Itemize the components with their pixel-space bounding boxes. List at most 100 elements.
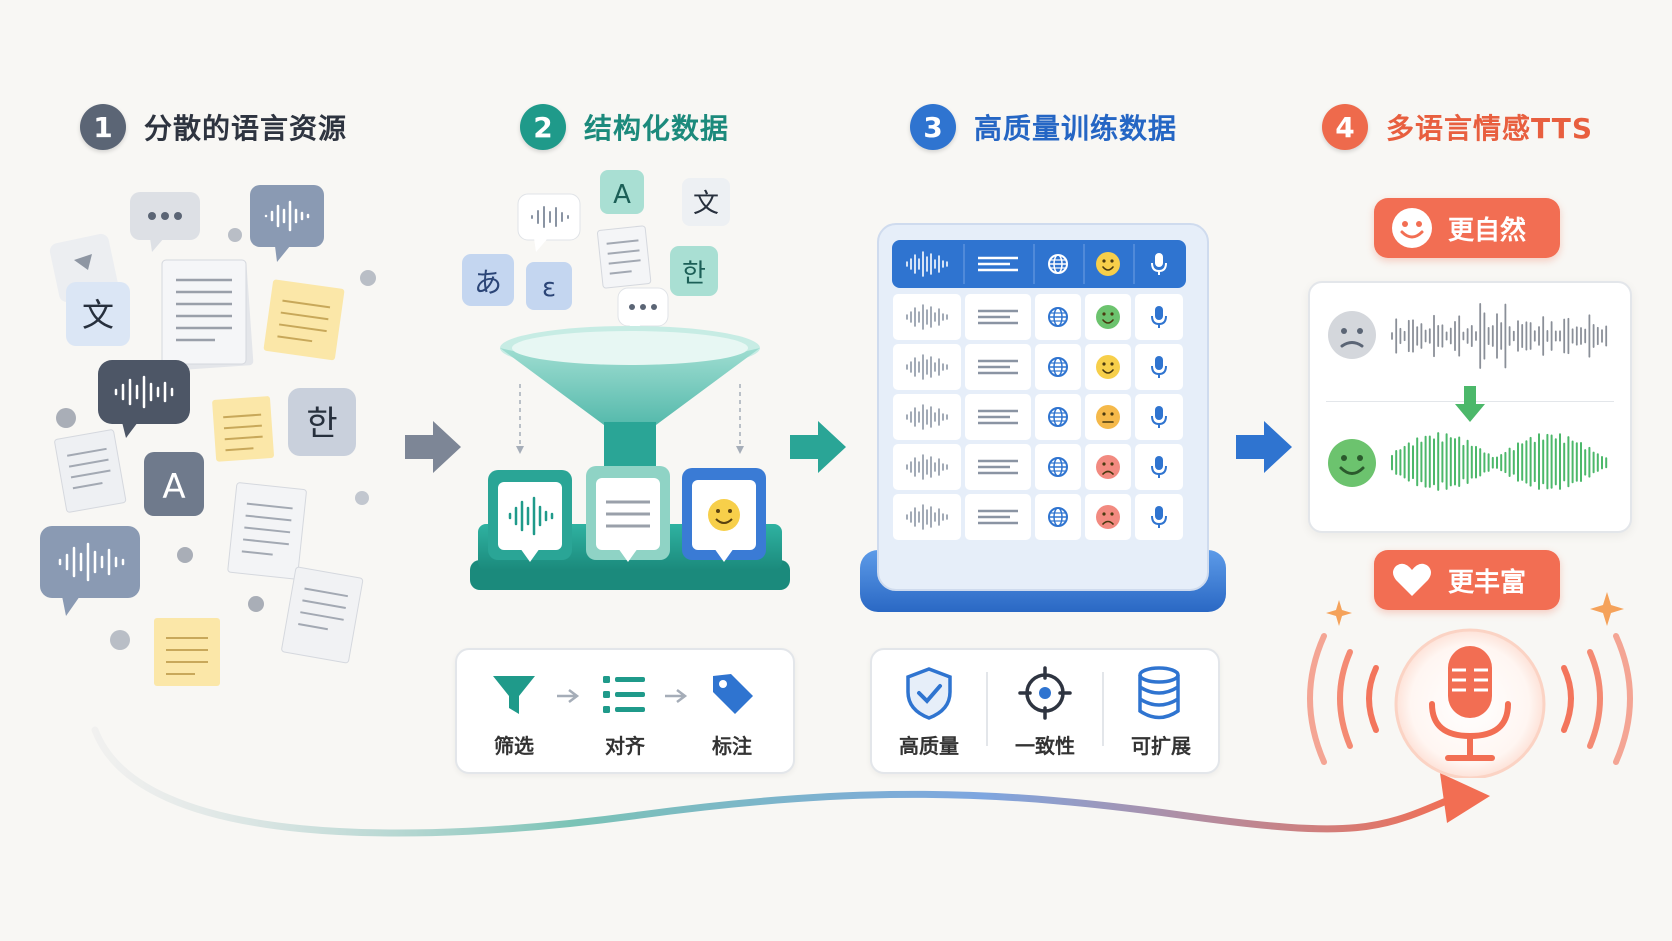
svg-text:文: 文 bbox=[82, 296, 114, 334]
waveform-icon bbox=[906, 404, 948, 430]
arrow-right-icon bbox=[665, 689, 688, 703]
filter-icon bbox=[493, 676, 535, 714]
header-text-lines-icon bbox=[978, 256, 1018, 272]
chinese-character-card: 文 bbox=[682, 178, 730, 226]
emotion-face-icon bbox=[1096, 455, 1120, 479]
svg-text:A: A bbox=[162, 467, 185, 507]
step-4-title: 多语言情感TTS bbox=[1386, 112, 1594, 145]
document-icon bbox=[597, 225, 652, 289]
divider bbox=[1102, 672, 1104, 746]
funnel-illustration: A 文 あ ε 한 bbox=[462, 170, 790, 590]
svg-text:文: 文 bbox=[693, 189, 719, 219]
globe-icon bbox=[1048, 357, 1068, 377]
step-4-header: 4 多语言情感TTS bbox=[1322, 102, 1593, 152]
document-icon bbox=[281, 566, 364, 664]
table-row bbox=[893, 344, 1183, 390]
waveform-icon bbox=[906, 354, 948, 380]
emotion-face-icon bbox=[1096, 355, 1120, 379]
decor-dot bbox=[248, 596, 264, 612]
microphone-icon bbox=[1151, 306, 1167, 328]
globe-icon bbox=[1048, 407, 1068, 427]
sticky-note-icon bbox=[154, 618, 220, 686]
more-natural-badge: 更自然 bbox=[1374, 198, 1560, 258]
decor-dot bbox=[56, 408, 76, 428]
table-row bbox=[893, 444, 1183, 490]
decor-dot bbox=[360, 270, 376, 286]
svg-text:あ: あ bbox=[474, 266, 502, 299]
waveform-icon bbox=[906, 454, 948, 480]
step-1-header: 1 分散的语言资源 bbox=[80, 102, 347, 152]
text-lines-icon bbox=[978, 309, 1018, 325]
training-data-table bbox=[860, 223, 1226, 612]
emotion-face-icon bbox=[1096, 505, 1120, 529]
sound-waves-left bbox=[1307, 633, 1379, 765]
broadcast-microphone bbox=[1307, 628, 1633, 778]
globe-icon bbox=[1048, 507, 1068, 527]
table-header bbox=[892, 240, 1186, 288]
svg-text:한: 한 bbox=[306, 404, 337, 444]
step-4-number: 4 bbox=[1322, 104, 1368, 150]
globe-icon bbox=[1048, 307, 1068, 327]
happy-face-icon bbox=[1328, 439, 1376, 487]
smiley-icon bbox=[1392, 208, 1432, 248]
emotion-comparison-card bbox=[1308, 281, 1632, 533]
sparkle-icon bbox=[1326, 600, 1352, 626]
step-3-header: 3 高质量训练数据 bbox=[910, 102, 1177, 152]
scalable-label: 可扩展 bbox=[1131, 734, 1191, 758]
text-lines-icon bbox=[978, 409, 1018, 425]
voice-bubble-icon bbox=[98, 360, 190, 438]
decor-dot bbox=[110, 630, 130, 650]
list-icon bbox=[603, 676, 645, 713]
voice-bubble-icon bbox=[517, 193, 581, 252]
chinese-character-card: 文 bbox=[66, 282, 130, 346]
emotion-card bbox=[682, 468, 766, 562]
latin-character-card: A bbox=[600, 170, 644, 214]
emotion-face-icon bbox=[1096, 405, 1120, 429]
more-expressive-label: 更丰富 bbox=[1448, 567, 1527, 598]
header-waveform-icon bbox=[906, 251, 948, 277]
align-label: 对齐 bbox=[605, 734, 645, 758]
greek-character-card: ε bbox=[526, 262, 572, 310]
latin-character-card: A bbox=[144, 452, 204, 516]
step-1-number: 1 bbox=[80, 104, 126, 150]
tag-icon bbox=[713, 674, 753, 714]
filter-label: 筛选 bbox=[494, 734, 534, 758]
svg-text:A: A bbox=[613, 180, 631, 210]
voice-bubble-icon bbox=[250, 185, 324, 262]
table-row bbox=[893, 494, 1183, 540]
divider bbox=[986, 672, 988, 746]
chat-bubble-icon bbox=[130, 192, 200, 252]
microphone-icon bbox=[1151, 506, 1167, 528]
sticky-note-icon bbox=[212, 396, 274, 462]
step-1-title: 分散的语言资源 bbox=[144, 112, 348, 145]
hiragana-character-card: あ bbox=[462, 254, 514, 306]
database-icon bbox=[1138, 666, 1180, 720]
step-2-header: 2 结构化数据 bbox=[520, 102, 729, 152]
microphone-icon bbox=[1151, 406, 1167, 428]
globe-icon bbox=[1048, 457, 1068, 477]
more-natural-label: 更自然 bbox=[1448, 215, 1527, 246]
heart-icon bbox=[1393, 563, 1431, 596]
expressive-waveform bbox=[1391, 432, 1608, 491]
decor-dot bbox=[228, 228, 242, 242]
microphone-icon bbox=[1151, 356, 1167, 378]
header-globe-icon bbox=[1048, 254, 1068, 274]
text-lines-icon bbox=[978, 509, 1018, 525]
voice-bubble-icon bbox=[40, 526, 140, 616]
microphone-icon bbox=[1429, 646, 1511, 761]
microphone-icon bbox=[1151, 456, 1167, 478]
waveform-icon bbox=[906, 304, 948, 330]
process-steps-box: 筛选 对齐 标注 bbox=[455, 648, 795, 774]
sparkle-icon bbox=[1590, 592, 1624, 626]
arrow-right-icon bbox=[790, 421, 846, 473]
waveform-icon bbox=[906, 504, 948, 530]
korean-character-card: 한 bbox=[288, 388, 356, 456]
header-microphone-icon bbox=[1151, 253, 1167, 275]
svg-text:ε: ε bbox=[542, 273, 556, 303]
korean-character-card: 한 bbox=[670, 246, 718, 296]
consistency-label: 一致性 bbox=[1015, 734, 1075, 758]
shield-check-icon bbox=[906, 667, 952, 720]
flat-waveform bbox=[1391, 303, 1608, 369]
audio-card bbox=[488, 470, 572, 562]
